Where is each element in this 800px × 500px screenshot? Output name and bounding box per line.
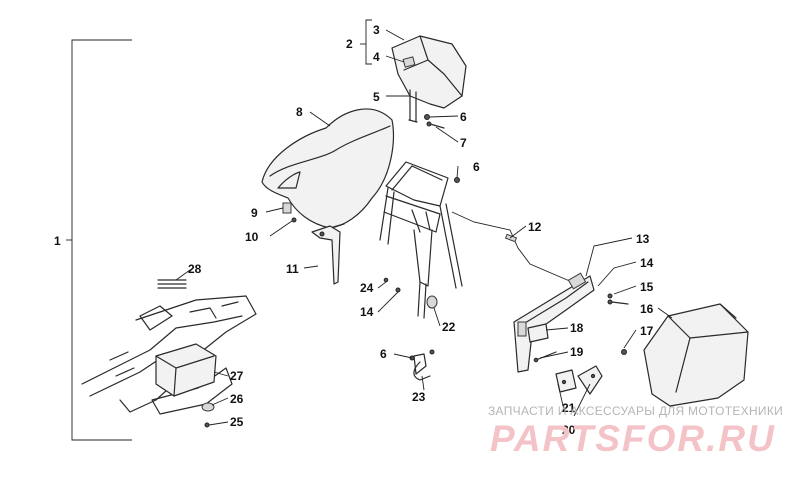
callout-11: 11 [286,262,299,276]
callout-5: 5 [373,90,380,104]
callout-17: 17 [640,324,654,338]
callout-23: 23 [412,390,426,404]
callout-labels: 1 2 3 4 5 6 7 8 6 9 10 11 12 13 14 15 16… [54,23,654,437]
part-28 [157,279,187,289]
callout-9: 9 [251,206,258,220]
callout-12: 12 [528,220,542,234]
callout-14-left: 14 [360,305,374,319]
callout-14-right: 14 [640,256,654,270]
seat-bracket [311,225,341,285]
seat-cushion [261,108,394,229]
callout-18: 18 [570,321,584,335]
callout-22: 22 [442,320,456,334]
group-bracket-2 [360,19,372,65]
callout-26: 26 [230,392,244,406]
bracket-20-21 [555,365,603,395]
side-cover-16 [643,303,749,407]
bolt-7 [424,114,445,129]
watermark-logo: PARTSFOR.RU [490,418,776,459]
callout-10: 10 [245,230,259,244]
callout-2: 2 [346,37,353,51]
grab-handle [513,272,595,373]
cable-12 [451,211,573,283]
callout-13: 13 [636,232,650,246]
fastener-26-25 [201,402,215,428]
storage-box-27 [155,343,217,397]
callout-1: 1 [54,234,61,248]
rack-frame [379,161,463,319]
hardware-24-14-22 [383,277,438,309]
backrest-pad [391,35,467,109]
clip-9 [282,202,297,223]
group-bracket-1 [66,39,132,441]
backrest-post [408,89,418,123]
callout-6-top: 6 [460,110,467,124]
callout-6-low: 6 [380,347,387,361]
callout-19: 19 [570,345,584,359]
washer-6-mid [454,177,460,183]
callout-6-mid: 6 [473,160,480,174]
bracket-23 [409,349,435,381]
callout-21: 21 [562,401,576,415]
leader-lines [175,29,673,426]
callout-28: 28 [188,262,202,276]
callout-24: 24 [360,281,374,295]
callout-20: 20 [562,423,576,437]
callout-8: 8 [296,105,303,119]
callout-4: 4 [373,50,380,64]
callout-16: 16 [640,302,654,316]
callout-25: 25 [230,415,244,429]
callout-3: 3 [373,23,380,37]
clip-19 [533,351,557,363]
watermark-caption: ЗАПЧАСТИ И АКСЕССУАРЫ ДЛЯ МОТОТЕХНИКИ [488,404,784,418]
callout-15: 15 [640,280,654,294]
clip-18 [527,323,549,343]
callout-27: 27 [230,369,244,383]
callout-7: 7 [460,136,467,150]
fastener-15 [607,293,629,305]
screw-17 [621,349,627,355]
